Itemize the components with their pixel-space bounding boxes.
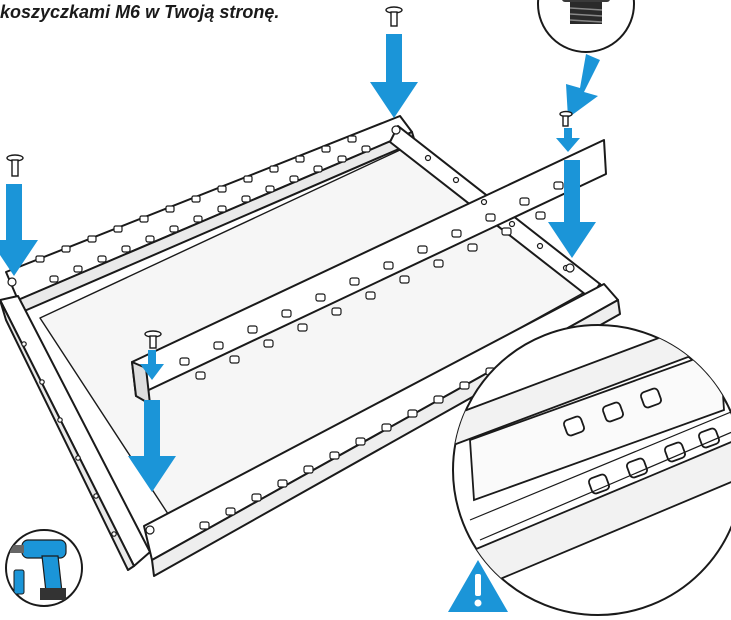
arrow-bracket-small xyxy=(140,350,164,380)
screws xyxy=(6,6,573,349)
assembly-arrows xyxy=(0,34,600,492)
cordless-drill-icon xyxy=(10,539,67,600)
drill-inset xyxy=(5,529,83,607)
screw-head-icon xyxy=(562,0,610,24)
screw-bracket xyxy=(144,330,162,349)
bracket-holes xyxy=(179,181,564,380)
right-rail-holes xyxy=(424,154,570,272)
zoom-bracket xyxy=(469,348,725,502)
arrow-left-corner xyxy=(0,184,38,276)
corner-screw-holes xyxy=(7,125,575,535)
arrow-top-center xyxy=(370,34,418,118)
top-rail-holes-row-2 xyxy=(49,145,371,283)
screw-right xyxy=(559,110,573,127)
zoom-cage-nuts xyxy=(563,387,720,495)
left-side-rail-edge xyxy=(0,299,135,571)
arrow-screw-detail xyxy=(566,54,600,118)
top-rail-holes-row-1 xyxy=(35,135,357,263)
screw-left xyxy=(6,154,24,177)
left-rail-holes xyxy=(21,341,117,537)
rail-holes xyxy=(7,125,575,537)
arrow-right-long xyxy=(548,160,596,258)
screw-top-center xyxy=(385,6,403,27)
arrow-bracket-front xyxy=(128,400,176,492)
zoom-rail-lower xyxy=(453,428,731,602)
screw-detail-inset xyxy=(537,0,635,53)
arrow-right-small xyxy=(556,128,580,152)
instruction-caption: koszyczkami M6 w Twoją stronę. xyxy=(0,2,280,22)
warning-triangle-icon xyxy=(448,560,508,612)
